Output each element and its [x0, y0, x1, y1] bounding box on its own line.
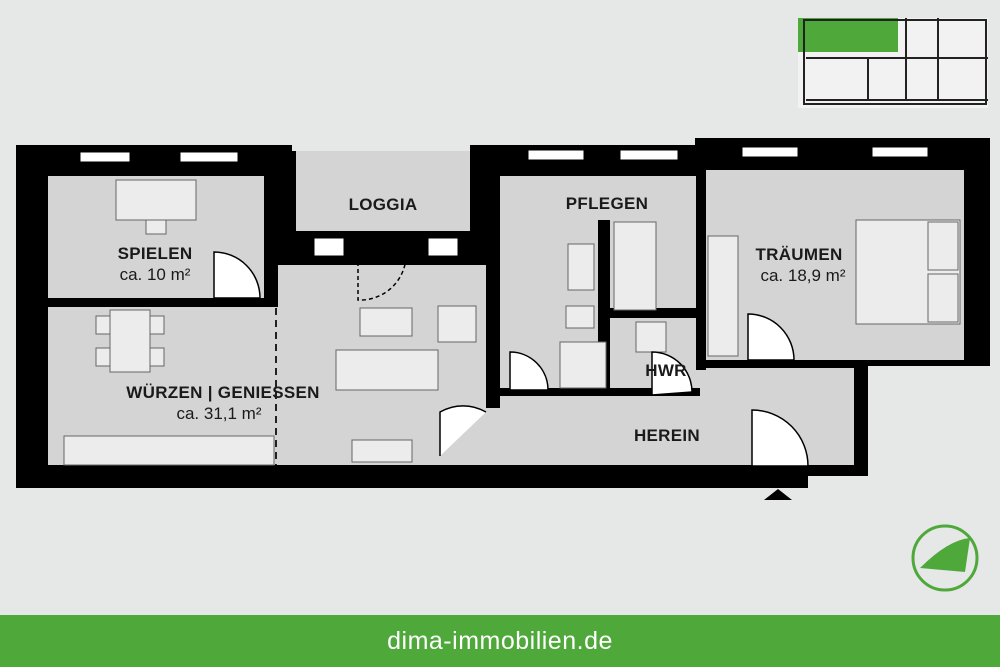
kitchen-counter [63, 435, 275, 466]
entrance-arrow-icon [764, 489, 792, 500]
armchair [437, 305, 477, 343]
room-area-traeumen: ca. 18,9 m² [760, 266, 845, 285]
desk [115, 179, 197, 221]
footer-bar: dima-immobilien.de [0, 615, 1000, 667]
website-link[interactable]: dima-immobilien.de [387, 626, 613, 655]
room-label-traeumen: TRÄUMEN [755, 245, 842, 264]
room-label-herein: HEREIN [634, 426, 700, 445]
dining-table [109, 309, 151, 373]
bathtub [613, 221, 657, 311]
room-label-loggia: LOGGIA [349, 195, 418, 214]
floor-loggia [296, 151, 470, 231]
washing-machine [635, 321, 667, 353]
coffee-table [359, 307, 413, 337]
building-overview-icon [798, 18, 988, 108]
sofa [335, 349, 439, 391]
inner-walls [48, 160, 868, 408]
room-label-wuerzen: WÜRZEN | GENIESSEN [126, 383, 319, 402]
sideboard [351, 439, 413, 463]
room-area-spielen: ca. 10 m² [120, 265, 191, 284]
doors [213, 248, 809, 467]
room-label-pflegen: PFLEGEN [566, 194, 648, 213]
furniture [63, 179, 961, 466]
toilet [565, 305, 595, 329]
wardrobe [707, 235, 739, 357]
room-label-spielen: SPIELEN [118, 244, 193, 263]
room-area-wuerzen: ca. 31,1 m² [176, 404, 261, 423]
dima-logo-icon [911, 524, 979, 592]
chair [145, 219, 167, 235]
room-label-hwr: HWR [645, 361, 687, 380]
windows [79, 146, 929, 257]
sink [567, 243, 595, 291]
shower [559, 341, 607, 389]
